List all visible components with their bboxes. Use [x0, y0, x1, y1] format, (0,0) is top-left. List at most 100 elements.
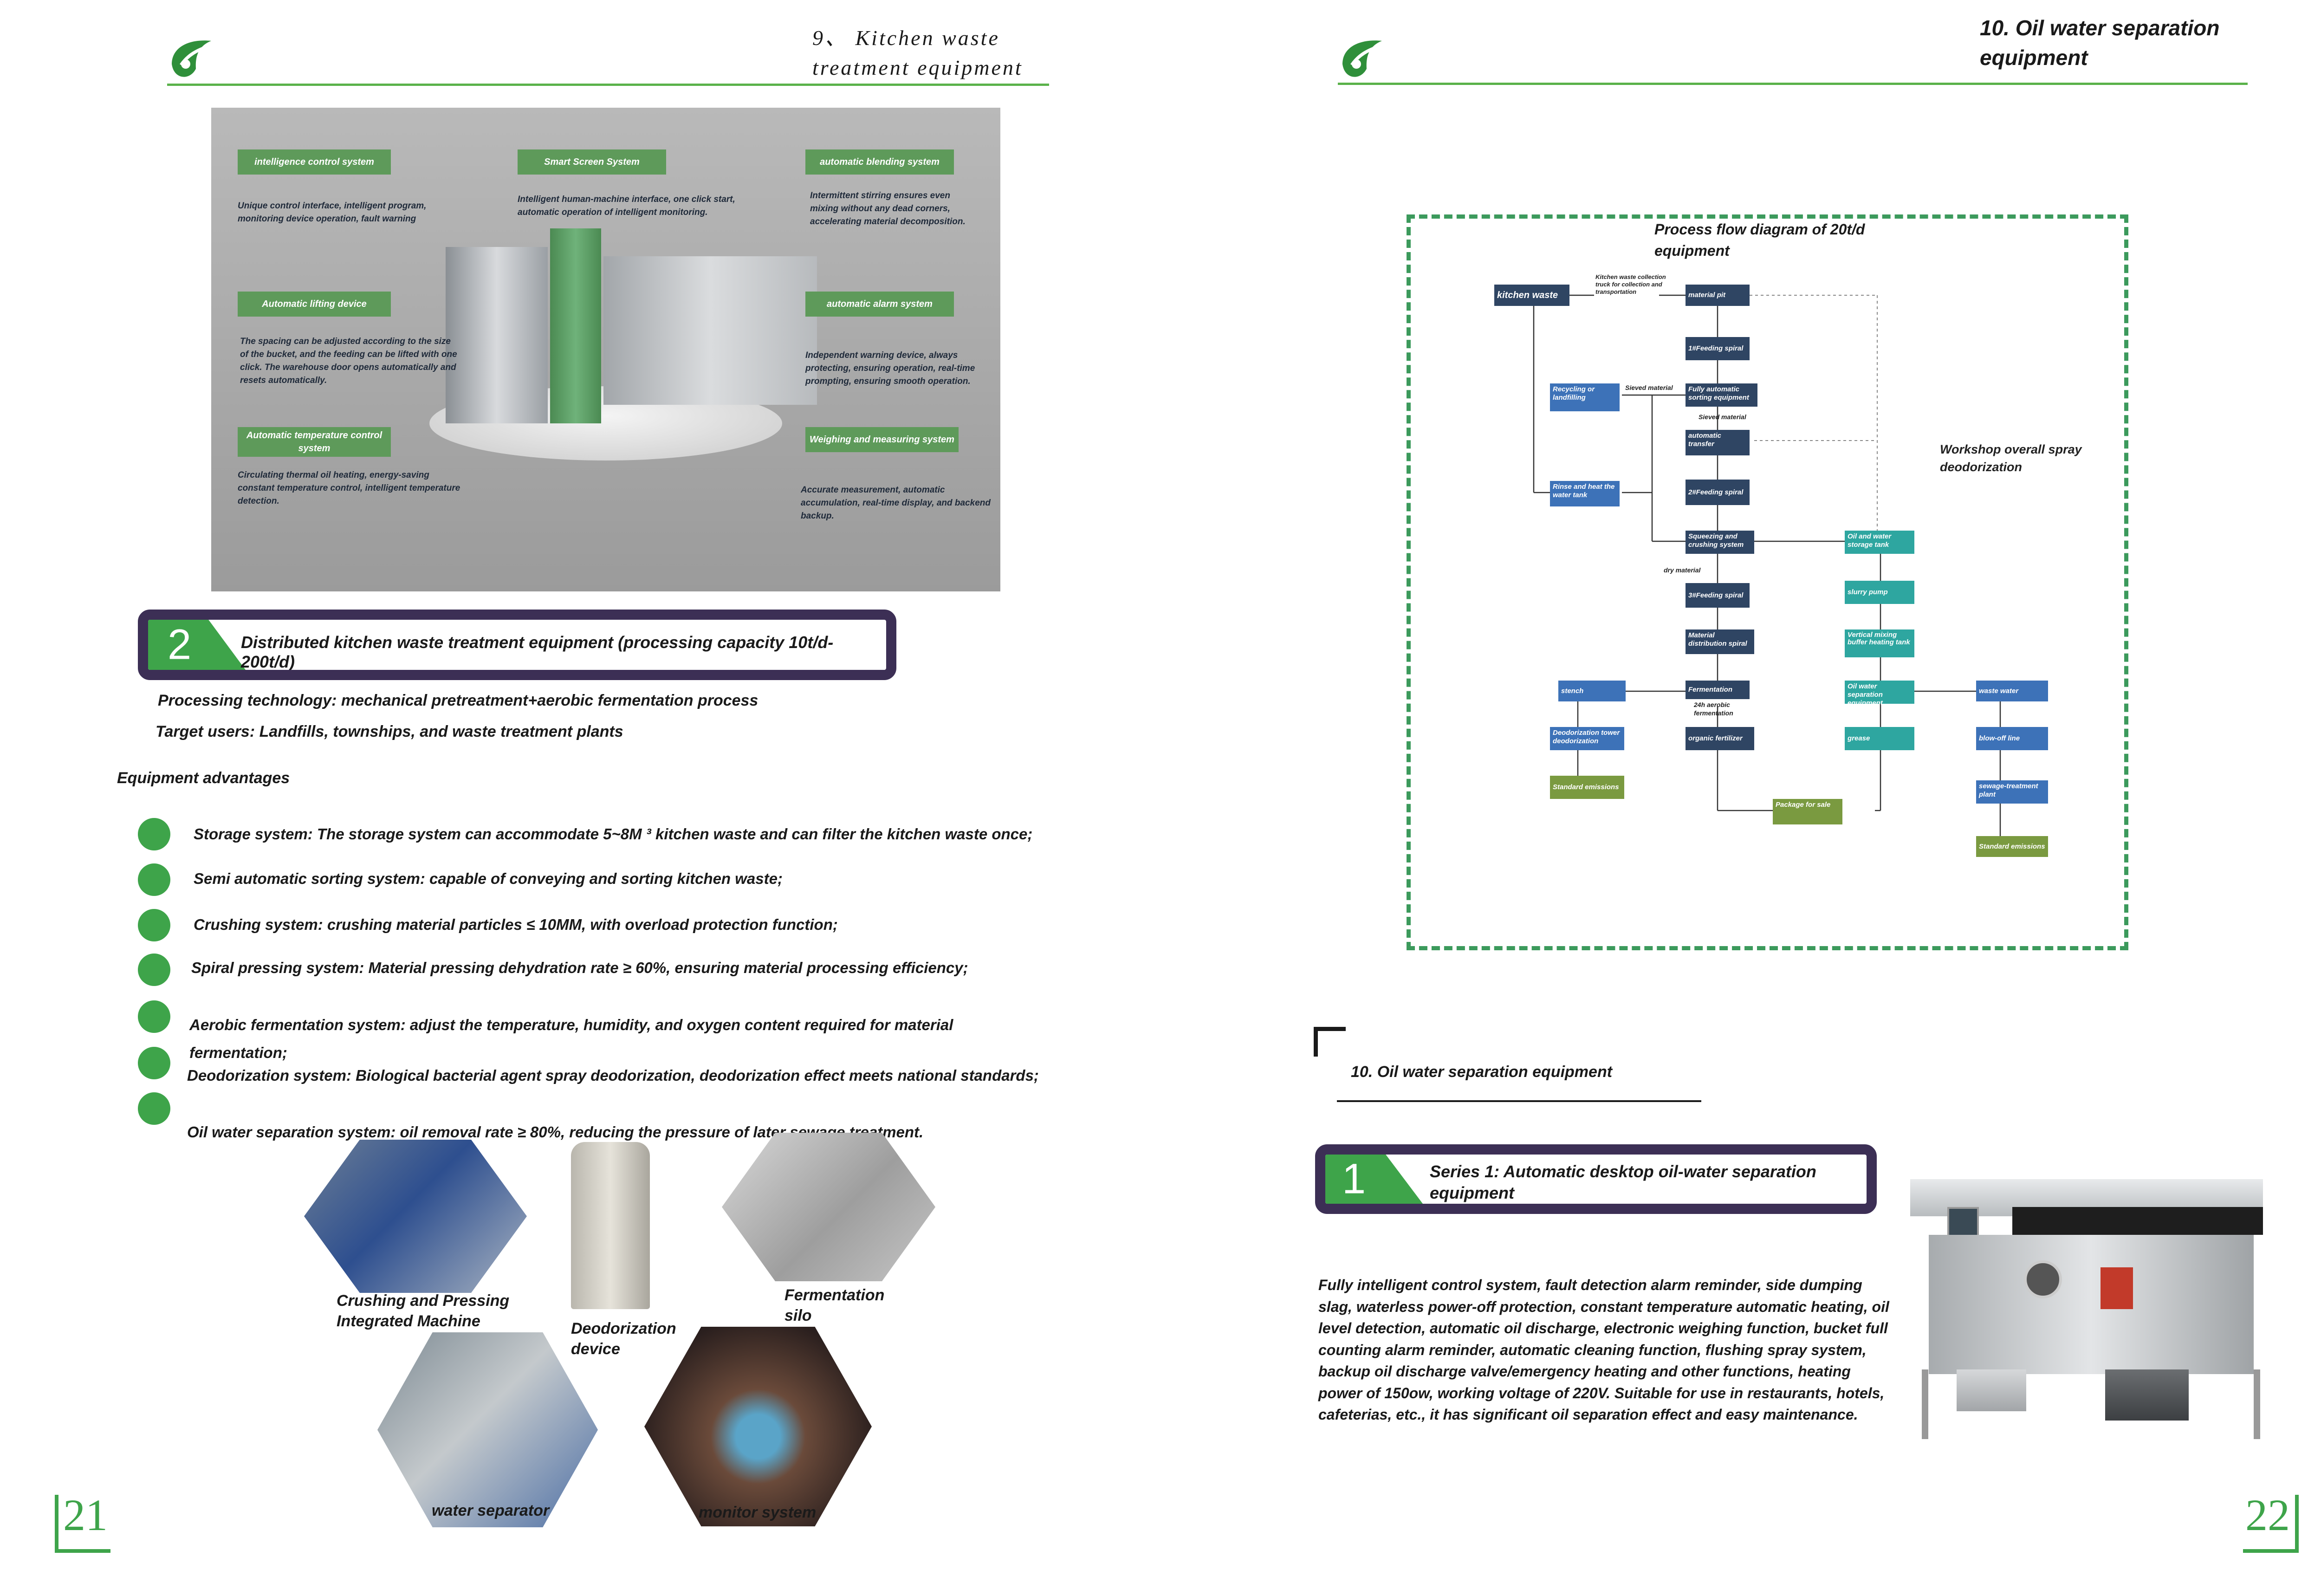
flow-stench: stench	[1558, 681, 1626, 701]
caption-deodorization-line1: Deodorization	[571, 1320, 676, 1337]
oil-bucket	[2105, 1369, 2189, 1421]
list-item: Storage system: The storage system can a…	[194, 825, 1033, 843]
bullet-dot	[138, 818, 170, 850]
list-item: Spiral pressing system: Material pressin…	[191, 959, 968, 976]
flow-material-pit: material pit	[1686, 285, 1750, 306]
flow-distribution-spiral: Material distribution spiral	[1686, 629, 1754, 654]
text-smart-screen: Intelligent human-machine interface, one…	[518, 195, 735, 217]
caption-fermentation-line1: Fermentation	[784, 1286, 885, 1304]
tag-temperature: Automatic temperature control system	[238, 427, 391, 457]
flow-oil-water-tank: Oil and water storage tank	[1845, 531, 1914, 554]
product-image-oil-separator	[1901, 1151, 2272, 1453]
corner-mark	[1314, 1027, 1346, 1057]
flow-feeding-spiral-1: 1#Feeding spiral	[1686, 337, 1750, 360]
section-label: 10. Oil water separation equipment	[1351, 1063, 1613, 1081]
machine-dial	[2024, 1260, 2062, 1298]
page-number-bar	[2243, 1549, 2299, 1553]
product-description: Fully intelligent control system, fault …	[1318, 1277, 1889, 1423]
flow-connectors	[1533, 294, 2001, 836]
hex-image-fermentation-silo	[722, 1133, 935, 1281]
banner-text: Series 1: Automatic desktop oil-water se…	[1430, 1161, 1816, 1204]
text-alarm: Independent warning device, always prote…	[805, 350, 975, 386]
section-underline	[1337, 1100, 1701, 1102]
header-title-right: 10. Oil water separation equipment	[1980, 13, 2219, 72]
product-photo: intelligence control system Unique contr…	[211, 108, 1000, 591]
caption-water-separator: water separator	[432, 1502, 550, 1519]
tag-lifting: Automatic lifting device	[238, 292, 391, 317]
flow-waste-water: waste water	[1976, 681, 2048, 701]
section-banner-2: 2 Distributed kitchen waste treatment eq…	[138, 610, 896, 680]
caption-crushing-line2: Integrated Machine	[337, 1312, 480, 1330]
flow-kitchen-waste: kitchen waste	[1494, 285, 1569, 306]
flow-rinse-tank: Rinse and heat the water tank	[1550, 481, 1620, 506]
banner-triangle	[148, 620, 246, 670]
flow-oil-separation: Oil water separation equipment	[1845, 681, 1914, 707]
flow-automatic-transfer: automatic transfer	[1686, 430, 1750, 455]
tag-weighing: Weighing and measuring system	[805, 427, 959, 452]
tag-intelligence: intelligence control system	[238, 149, 391, 175]
list-item: Deodorization system: Biological bacteri…	[187, 1067, 1039, 1084]
flow-vertical-mixing-tank: Vertical mixing buffer heating tank	[1845, 629, 1914, 657]
caption-fermentation-line2: silo	[784, 1307, 812, 1324]
list-item: Crushing system: crushing material parti…	[194, 916, 838, 933]
hex-image-water-separator	[377, 1332, 598, 1527]
text-intelligence: Unique control interface, intelligent pr…	[238, 201, 427, 224]
bullet-dot	[138, 909, 170, 941]
flow-standard-emissions-2: Standard emissions	[1976, 836, 2048, 857]
page-number-21: 21	[55, 1490, 110, 1553]
page-number-text: 21	[63, 1490, 108, 1540]
page-number-22: 22	[2243, 1490, 2299, 1553]
flow-squeezing-system: Squeezing and crushing system	[1686, 531, 1754, 554]
machine-control-strip	[2012, 1207, 2263, 1235]
banner-number: 2	[168, 621, 192, 668]
caption-crushing: Crushing and Pressing Integrated Machine	[337, 1291, 509, 1331]
caption-crushing-line1: Crushing and Pressing	[337, 1292, 510, 1310]
bullet-dot	[138, 954, 170, 986]
advantages-title: Equipment advantages	[117, 769, 290, 787]
machine-tank	[603, 256, 817, 405]
flow-workshop-spray: Workshop overall spray deodorization	[1940, 442, 2082, 474]
flow-sieved-material-2: Sieved material	[1699, 413, 1746, 421]
list-item: Aerobic fermentation system: adjust the …	[189, 1016, 953, 1061]
leaf-logo-icon	[1342, 40, 1382, 77]
tag-smart-screen: Smart Screen System	[518, 149, 666, 175]
flow-title: Process flow diagram of 20t/d equipment	[1654, 219, 1865, 261]
text-weighing: Accurate measurement, automatic accumula…	[801, 485, 991, 521]
bullet-dot	[138, 863, 170, 896]
page-number-bar	[2295, 1495, 2299, 1553]
flow-package-for-sale: Package for sale	[1773, 799, 1842, 824]
target-users: Target users: Landfills, townships, and …	[156, 723, 623, 740]
machine-leg	[1922, 1369, 1928, 1439]
bullet-dot	[138, 1092, 170, 1125]
bullet-dot	[138, 1000, 170, 1033]
flow-blow-off-line: blow-off line	[1976, 727, 2048, 750]
flow-diagram-frame: Process flow diagram of 20t/d equipment	[1407, 214, 2128, 950]
caption-fermentation: Fermentation silo	[784, 1285, 884, 1326]
bullet-dot	[138, 1047, 170, 1079]
caption-deodorization-line2: device	[571, 1340, 620, 1358]
tag-blending: automatic blending system	[805, 149, 954, 175]
banner-triangle	[1325, 1155, 1423, 1204]
header-rule	[1338, 83, 2248, 85]
flow-aerobic-fermentation: 24h aerobic fermentation	[1694, 701, 1733, 717]
flow-collection-truck: Kitchen waste collection truck for colle…	[1595, 273, 1666, 295]
page-number-bar	[55, 1549, 110, 1553]
caption-deodorization: Deodorization device	[571, 1318, 676, 1359]
header-title-line2: equipment	[1980, 45, 2088, 70]
flow-standard-emissions-1: Standard emissions	[1550, 776, 1624, 799]
section-banner-1: 1 Series 1: Automatic desktop oil-water …	[1315, 1144, 1877, 1214]
header-rule	[167, 84, 1049, 86]
leaf-logo-icon	[172, 40, 211, 77]
hex-image-crusher	[304, 1140, 527, 1293]
header-title-line1: 9、 Kitchen waste	[812, 26, 1000, 50]
image-deodorization-tower	[571, 1142, 650, 1309]
header-title-line1: 10. Oil water separation	[1980, 16, 2220, 40]
text-lifting: The spacing can be adjusted according to…	[240, 337, 457, 385]
flow-deodorization-tower: Deodorization tower deodorization	[1550, 727, 1624, 750]
banner-text: Distributed kitchen waste treatment equi…	[241, 633, 834, 671]
flow-grease: grease	[1845, 727, 1914, 750]
text-temperature: Circulating thermal oil heating, energy-…	[238, 470, 460, 506]
header-title-line2: treatment equipment	[812, 56, 1023, 79]
banner-text-line2: equipment	[1430, 1183, 1515, 1202]
touch-screen	[1947, 1207, 1979, 1239]
